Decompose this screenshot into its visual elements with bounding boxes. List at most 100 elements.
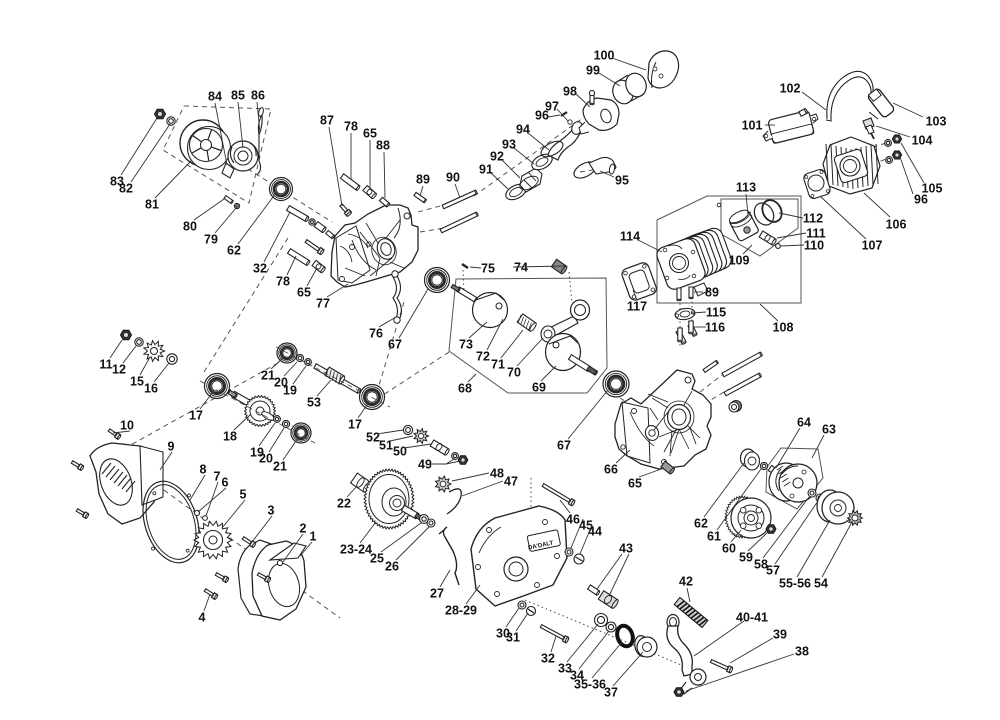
svg-text:21: 21 [273, 459, 287, 473]
svg-text:35-36: 35-36 [574, 677, 606, 691]
svg-text:62: 62 [227, 243, 241, 257]
svg-text:18: 18 [223, 429, 237, 443]
svg-text:114: 114 [620, 229, 640, 243]
svg-text:93: 93 [502, 137, 516, 151]
svg-text:10: 10 [120, 418, 134, 432]
svg-text:105: 105 [922, 181, 943, 195]
svg-text:88: 88 [376, 138, 390, 152]
svg-text:16: 16 [144, 381, 158, 395]
svg-text:50: 50 [393, 444, 407, 458]
svg-text:65: 65 [628, 476, 642, 490]
svg-text:73: 73 [459, 337, 473, 351]
svg-text:108: 108 [773, 320, 794, 334]
svg-text:17: 17 [348, 417, 362, 431]
svg-text:102: 102 [780, 81, 801, 95]
svg-text:3: 3 [268, 503, 275, 517]
svg-text:11: 11 [99, 357, 112, 371]
svg-text:12: 12 [112, 362, 126, 376]
svg-text:26: 26 [385, 559, 399, 573]
svg-text:62: 62 [694, 516, 708, 530]
svg-text:9: 9 [168, 439, 175, 453]
svg-text:76: 76 [369, 326, 383, 340]
svg-text:68: 68 [458, 381, 472, 395]
svg-text:45: 45 [579, 518, 593, 532]
svg-text:7: 7 [214, 469, 221, 483]
svg-text:94: 94 [516, 122, 530, 136]
svg-text:6: 6 [222, 475, 229, 489]
svg-text:32: 32 [541, 651, 555, 665]
svg-text:70: 70 [507, 365, 521, 379]
svg-text:47: 47 [504, 474, 518, 488]
svg-text:DA'DALT: DA'DALT [528, 540, 555, 551]
svg-text:1: 1 [310, 529, 317, 543]
svg-text:53: 53 [307, 395, 321, 409]
svg-text:21: 21 [261, 368, 275, 382]
svg-text:78: 78 [276, 274, 290, 288]
svg-text:117: 117 [627, 299, 647, 313]
svg-text:25: 25 [370, 551, 384, 565]
svg-text:5: 5 [240, 487, 247, 501]
svg-text:48: 48 [490, 466, 504, 480]
svg-text:80: 80 [183, 219, 197, 233]
svg-text:65: 65 [297, 285, 311, 299]
svg-text:37: 37 [604, 685, 618, 699]
svg-text:33: 33 [558, 661, 572, 675]
svg-text:97: 97 [545, 99, 559, 113]
svg-text:81: 81 [145, 197, 159, 211]
svg-text:43: 43 [619, 541, 633, 555]
svg-text:103: 103 [926, 114, 947, 128]
svg-text:85: 85 [231, 88, 245, 102]
svg-text:67: 67 [388, 337, 402, 351]
svg-text:116: 116 [705, 320, 725, 334]
svg-text:20: 20 [274, 375, 288, 389]
svg-text:63: 63 [822, 422, 836, 436]
svg-text:95: 95 [615, 173, 629, 187]
svg-text:72: 72 [476, 349, 490, 363]
svg-text:59: 59 [739, 550, 753, 564]
svg-text:84: 84 [208, 89, 222, 103]
svg-text:57: 57 [766, 563, 780, 577]
svg-text:91: 91 [479, 162, 493, 176]
svg-text:42: 42 [679, 574, 693, 588]
svg-text:44: 44 [588, 524, 602, 538]
svg-text:109: 109 [729, 253, 750, 267]
svg-text:52: 52 [366, 430, 380, 444]
svg-text:78: 78 [344, 119, 358, 133]
svg-text:55-56: 55-56 [779, 576, 811, 590]
svg-text:75: 75 [481, 261, 495, 275]
svg-text:77: 77 [316, 296, 330, 310]
svg-text:46: 46 [566, 512, 580, 526]
svg-text:106: 106 [886, 217, 907, 231]
svg-text:58: 58 [754, 557, 768, 571]
svg-text:96: 96 [914, 192, 928, 206]
svg-text:39: 39 [773, 627, 787, 641]
svg-text:112: 112 [803, 211, 823, 225]
svg-text:19: 19 [283, 383, 297, 397]
svg-text:99: 99 [586, 63, 600, 77]
svg-text:101: 101 [742, 118, 763, 132]
svg-text:66: 66 [604, 462, 618, 476]
svg-text:67: 67 [557, 438, 571, 452]
svg-text:86: 86 [251, 88, 265, 102]
svg-text:64: 64 [797, 415, 811, 429]
svg-text:40-41: 40-41 [736, 610, 768, 624]
svg-text:19: 19 [250, 445, 264, 459]
svg-text:2: 2 [300, 521, 307, 535]
svg-text:104: 104 [912, 133, 933, 147]
svg-text:71: 71 [491, 357, 505, 371]
svg-text:89: 89 [705, 285, 719, 299]
svg-text:87: 87 [320, 113, 334, 127]
svg-text:115: 115 [706, 305, 726, 319]
svg-text:23-24: 23-24 [340, 542, 372, 556]
svg-text:65: 65 [363, 126, 377, 140]
svg-text:69: 69 [532, 380, 546, 394]
svg-text:113: 113 [736, 180, 756, 194]
svg-text:28-29: 28-29 [445, 603, 477, 617]
svg-text:60: 60 [722, 541, 736, 555]
svg-text:32: 32 [253, 261, 267, 275]
svg-text:4: 4 [199, 610, 206, 624]
svg-text:100: 100 [594, 48, 615, 62]
svg-text:20: 20 [259, 451, 273, 465]
svg-text:98: 98 [563, 84, 577, 98]
svg-text:30: 30 [496, 626, 510, 640]
